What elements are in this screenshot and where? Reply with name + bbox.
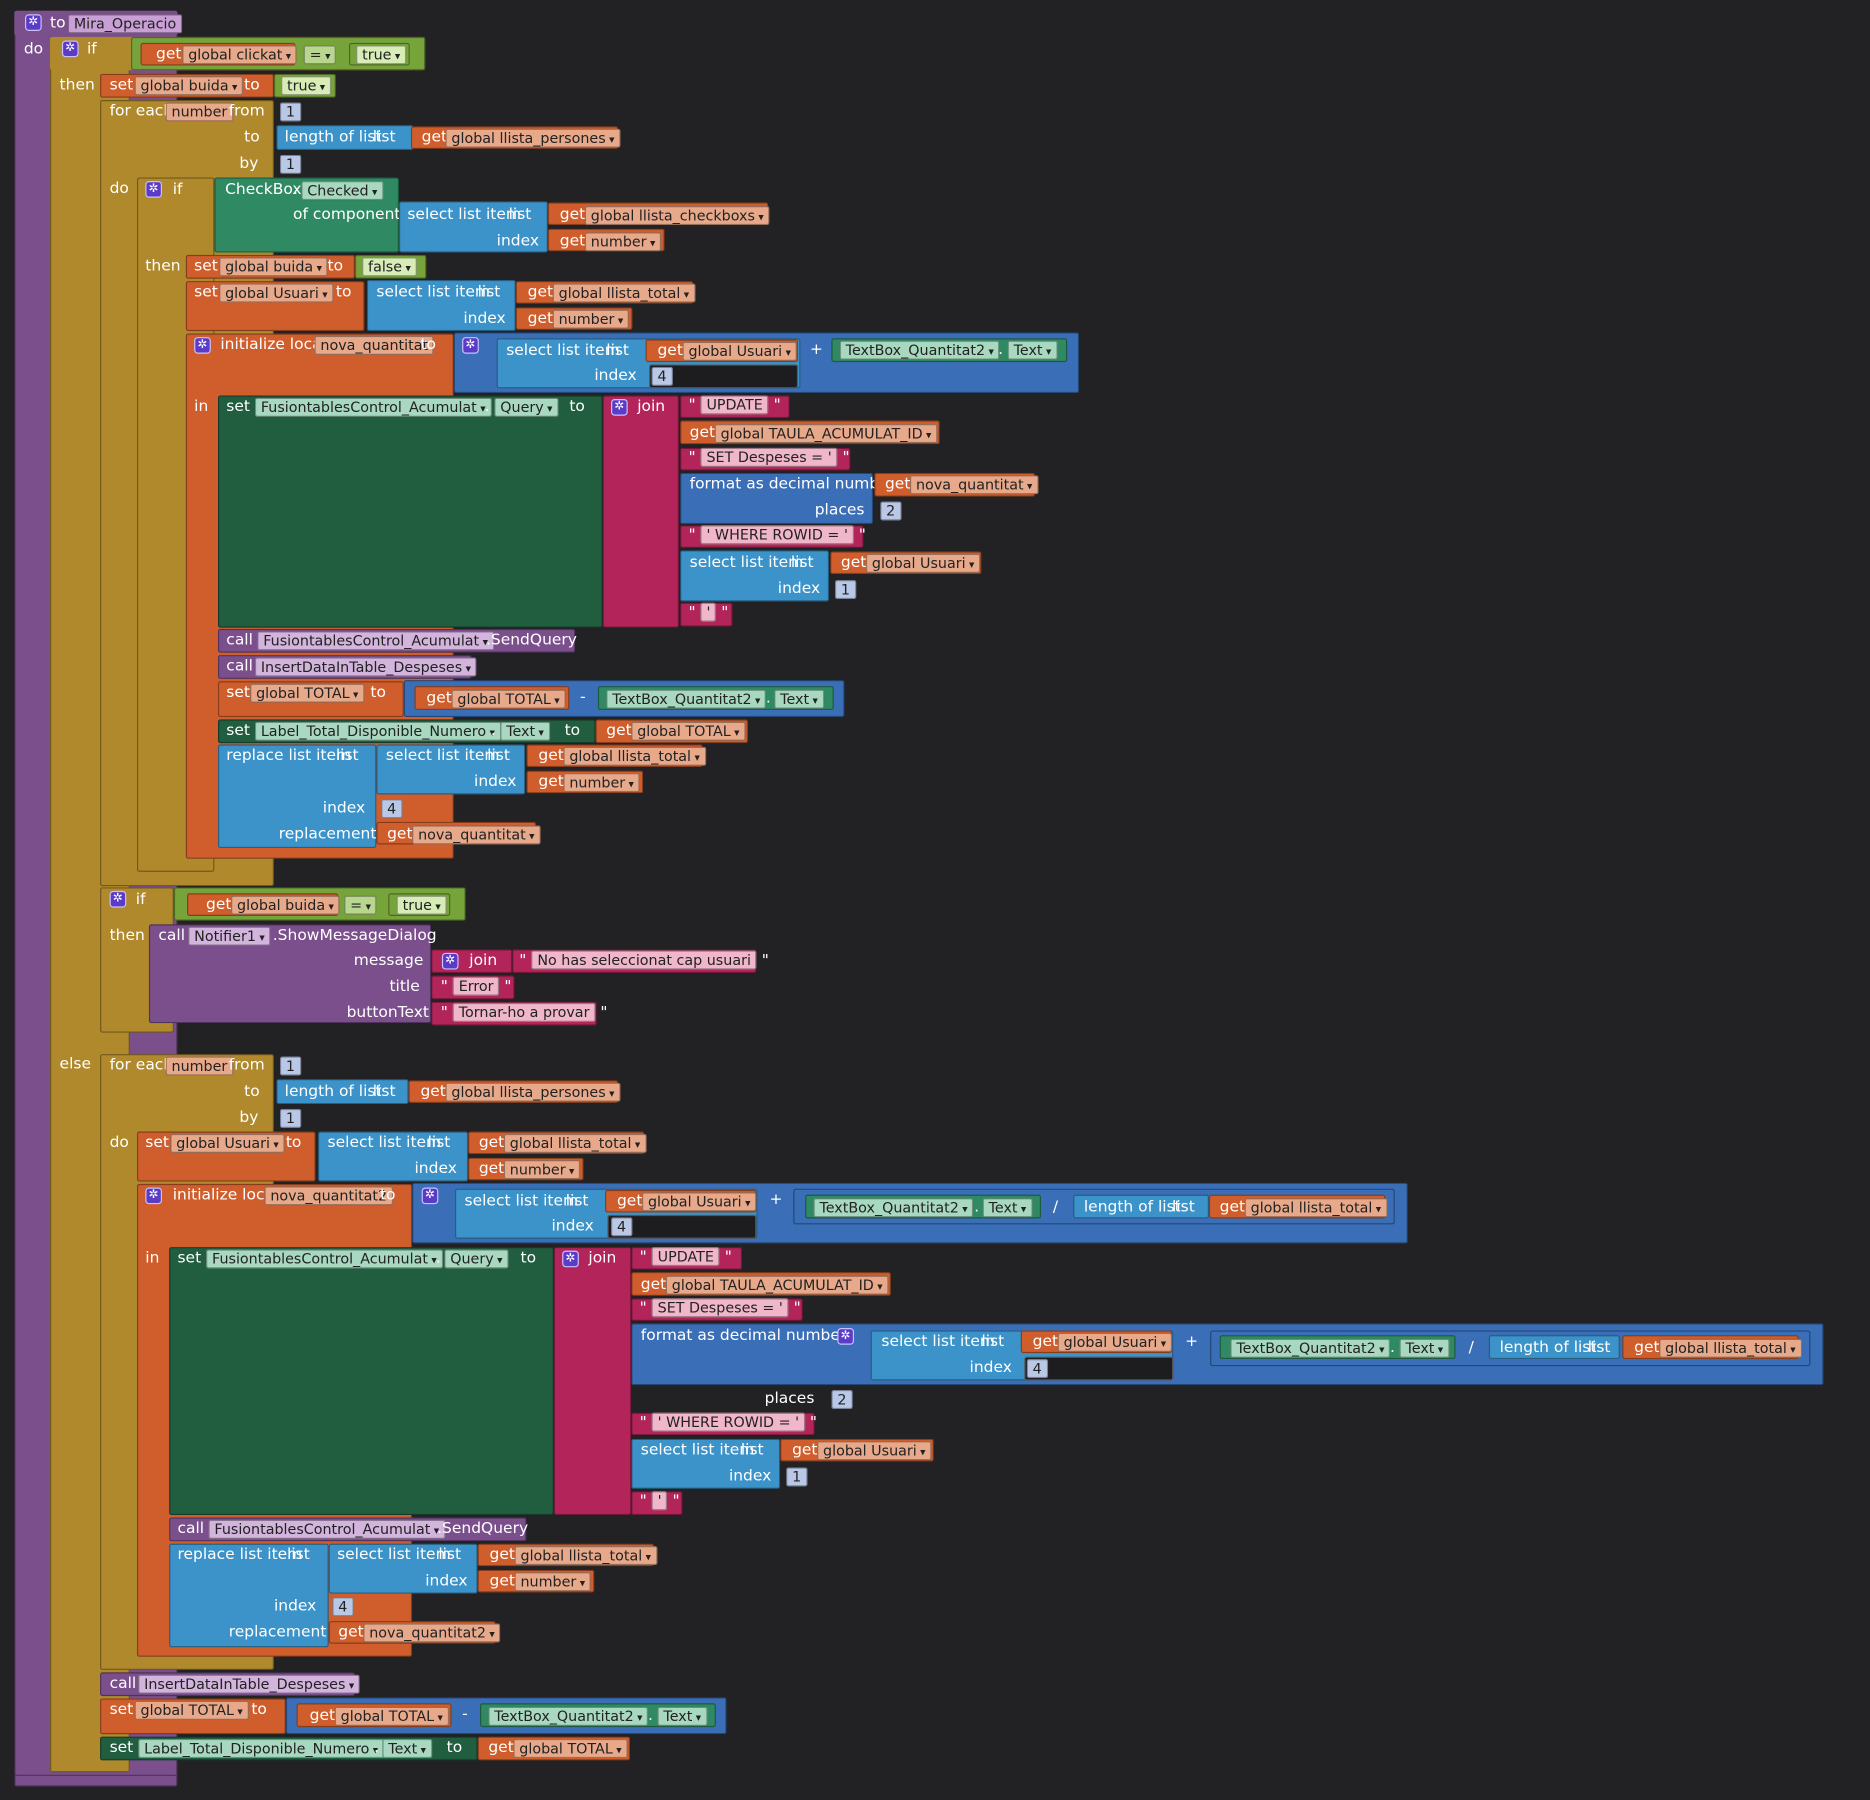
set-fusion-query-2[interactable] bbox=[169, 1247, 554, 1516]
if-gear-icon[interactable]: ✲ bbox=[109, 890, 127, 908]
join-1[interactable] bbox=[602, 395, 679, 628]
procedure-to-label: to bbox=[50, 14, 66, 33]
then-label: then bbox=[59, 76, 95, 95]
if-gear-icon[interactable]: ✲ bbox=[61, 40, 79, 58]
else-label: else bbox=[59, 1055, 91, 1074]
mutator-gear-icon[interactable]: ✲ bbox=[25, 14, 42, 31]
if-label: if bbox=[86, 40, 97, 59]
join-gear-icon[interactable]: ✲ bbox=[441, 952, 459, 970]
join-gear-icon[interactable]: ✲ bbox=[611, 399, 628, 416]
eq-operator-dropdown[interactable]: = bbox=[303, 45, 337, 65]
init-gear-icon[interactable]: ✲ bbox=[194, 337, 211, 354]
var-clickat-dropdown[interactable]: global clickat bbox=[182, 45, 298, 65]
length-of-list-1[interactable] bbox=[276, 125, 414, 151]
divide-gear-icon[interactable]: ✲ bbox=[837, 1328, 855, 1345]
procedure-name[interactable]: Mira_Operacio bbox=[67, 14, 183, 34]
procedure-do-label: do bbox=[23, 40, 44, 59]
init-gear-icon[interactable]: ✲ bbox=[145, 1187, 162, 1205]
add-gear-icon[interactable]: ✲ bbox=[421, 1187, 439, 1205]
join-gear-icon[interactable]: ✲ bbox=[562, 1250, 579, 1268]
add-gear-icon[interactable]: ✲ bbox=[462, 337, 479, 354]
if-gear-icon[interactable]: ✲ bbox=[145, 181, 162, 198]
replace-list-item-1[interactable] bbox=[217, 744, 377, 849]
set-fusion-query[interactable] bbox=[217, 395, 603, 628]
